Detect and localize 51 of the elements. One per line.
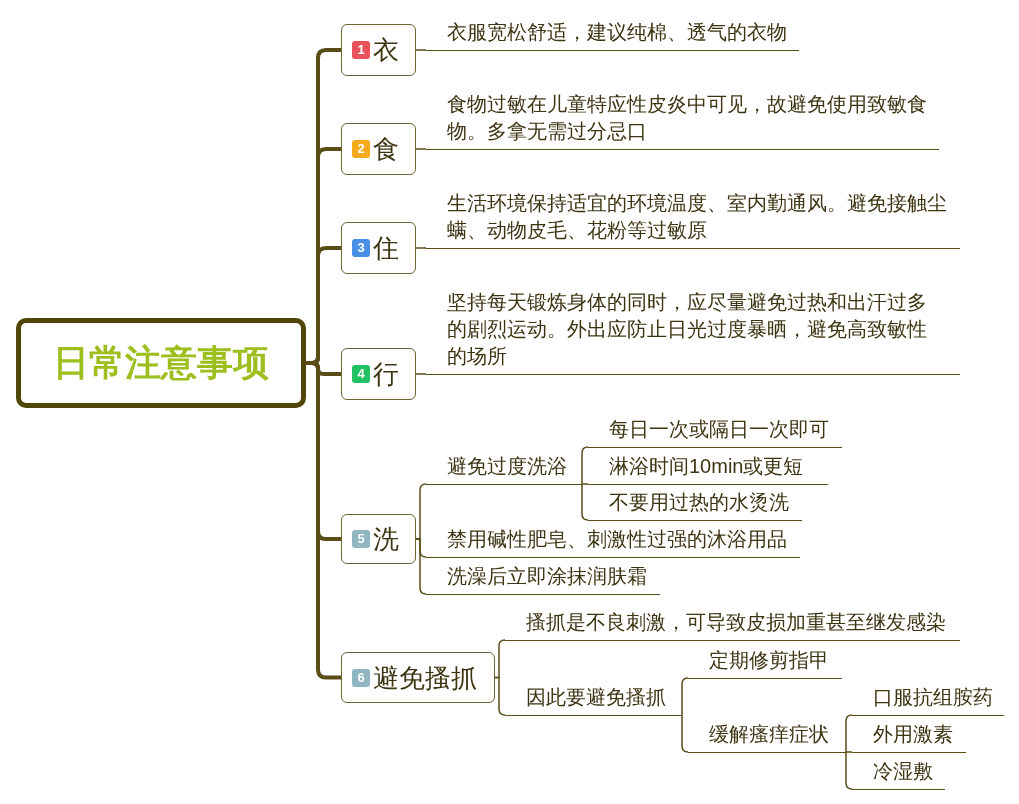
connector-line bbox=[845, 751, 853, 753]
topic-label: 住 bbox=[373, 232, 399, 264]
subtopic-text: 口服抗组胺药 bbox=[852, 683, 1004, 716]
connector-line bbox=[845, 751, 853, 790]
subtopic-text: 不要用过热的水烫洗 bbox=[588, 488, 802, 521]
connector-line bbox=[415, 373, 427, 375]
number-marker: 4 bbox=[352, 365, 370, 383]
number-marker: 3 bbox=[352, 239, 370, 257]
topic-label: 避免搔抓 bbox=[373, 661, 477, 694]
subtopic-text: 因此要避免搔抓 bbox=[505, 683, 682, 716]
number-marker: 5 bbox=[352, 530, 370, 548]
topic-box bbox=[341, 222, 416, 274]
connector-line bbox=[681, 714, 689, 753]
topic-box bbox=[341, 24, 416, 76]
topic-box bbox=[341, 652, 495, 703]
subtopic-text: 冷湿敷 bbox=[852, 757, 945, 790]
topic-box bbox=[341, 348, 416, 400]
subtopic-text: 洗澡后立即涂抹润肤霜 bbox=[426, 562, 660, 595]
subtopic-text: 外用激素 bbox=[852, 720, 966, 753]
subtopic-text: 禁用碱性肥皂、刺激性过强的沐浴用品 bbox=[426, 525, 800, 558]
subtopic-text: 定期修剪指甲 bbox=[688, 646, 842, 679]
connector-line bbox=[581, 483, 589, 521]
connector-line bbox=[845, 714, 853, 753]
topic-label: 洗 bbox=[373, 523, 399, 555]
subtopic-text: 生活环境保持适宜的环境温度、室内勤通风。避免接触尘螨、动物皮毛、花粉等过敏原 bbox=[426, 189, 960, 249]
topic-box bbox=[341, 123, 416, 175]
connector-line bbox=[415, 247, 427, 249]
subtopic-text: 淋浴时间10min或更短 bbox=[588, 452, 828, 485]
connector-line bbox=[415, 148, 427, 150]
connector-line bbox=[415, 49, 427, 51]
topic-label: 食 bbox=[373, 133, 399, 165]
topic-label: 行 bbox=[373, 358, 399, 390]
subtopic-text: 搔抓是不良刺激，可导致皮损加重甚至继发感染 bbox=[505, 608, 960, 641]
topic-label: 衣 bbox=[373, 34, 399, 66]
connector-line bbox=[494, 676, 506, 716]
subtopic-text: 避免过度洗浴 bbox=[426, 452, 582, 485]
number-marker: 2 bbox=[352, 140, 370, 158]
branch-line bbox=[306, 361, 341, 680]
connector-line bbox=[681, 677, 689, 716]
connector-line bbox=[415, 538, 427, 595]
subtopic-text: 每日一次或隔日一次即可 bbox=[588, 415, 842, 448]
subtopic-text: 衣服宽松舒适，建议纯棉、透气的衣物 bbox=[426, 18, 799, 51]
number-marker: 1 bbox=[352, 41, 370, 59]
central-topic: 日常注意事项 bbox=[16, 318, 306, 408]
connector-line bbox=[581, 446, 589, 485]
subtopic-text: 坚持每天锻炼身体的同时，应尽量避免过热和出汗过多的剧烈运动。外出应防止日光过度暴晒，避免高致敏性的场所 bbox=[426, 288, 960, 375]
number-marker: 6 bbox=[352, 668, 370, 687]
topic-box bbox=[341, 514, 416, 564]
subtopic-text: 缓解瘙痒症状 bbox=[688, 720, 846, 753]
connector-line bbox=[581, 483, 589, 485]
subtopic-text: 食物过敏在儿童特应性皮炎中可见，故避免使用致敏食物。多拿无需过分忌口 bbox=[426, 90, 939, 150]
